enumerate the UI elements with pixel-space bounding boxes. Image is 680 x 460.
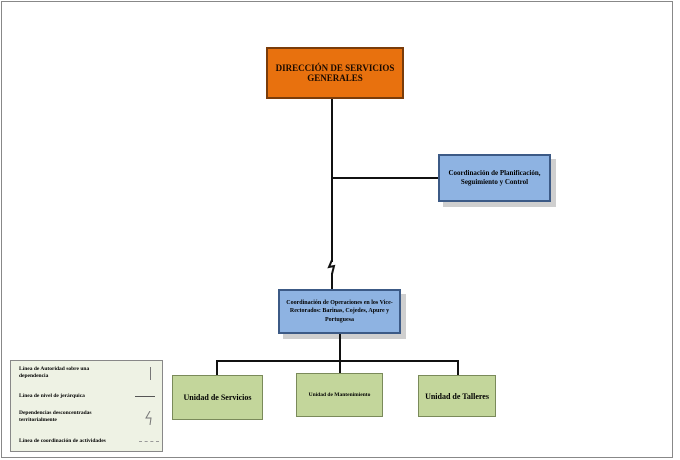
unit-servicios-box: Unidad de Servicios [172, 375, 263, 420]
coordination-line-icon [139, 441, 159, 442]
connector-line [216, 360, 459, 362]
planning-label: Coordinación de Planificación, Seguimien… [448, 168, 541, 186]
unit-label: Unidad de Mantenimiento [308, 392, 371, 398]
connector-line [331, 273, 333, 289]
connector-line [457, 360, 459, 375]
zigzag-icon [145, 411, 152, 425]
director-box: DIRECCIÓN DE SERVICIOS GENERALES [266, 47, 404, 99]
legend-item: Línea de Autoridad sobre una dependencia [19, 366, 90, 380]
legend: Línea de Autoridad sobre una dependencia… [10, 360, 163, 452]
unit-mantenimiento-box: Unidad de Mantenimiento [296, 373, 383, 417]
legend-item: Línea de nivel de jerárquica [19, 393, 85, 399]
legend-item: Dependencias desconcentradas territorial… [19, 410, 92, 424]
unit-talleres-box: Unidad de Talleres [418, 375, 496, 417]
authority-line-icon [150, 367, 151, 380]
connector-line [332, 177, 438, 179]
connector-line [339, 360, 341, 373]
connector-line [339, 334, 341, 361]
legend-item: Línea de coordinación de actividades [19, 438, 106, 444]
operations-box: Coordinación de Operaciones en los Vice-… [278, 289, 401, 334]
unit-label: Unidad de Servicios [183, 393, 252, 402]
planning-box: Coordinación de Planificación, Seguimien… [438, 154, 551, 202]
director-label: DIRECCIÓN DE SERVICIOS GENERALES [275, 63, 395, 83]
decentralized-zigzag-icon [327, 260, 336, 274]
connector-line [216, 360, 218, 375]
unit-label: Unidad de Talleres [425, 391, 489, 401]
hierarchy-line-icon [135, 396, 155, 397]
operations-label: Coordinación de Operaciones en los Vice-… [286, 300, 393, 323]
connector-line [331, 99, 333, 262]
